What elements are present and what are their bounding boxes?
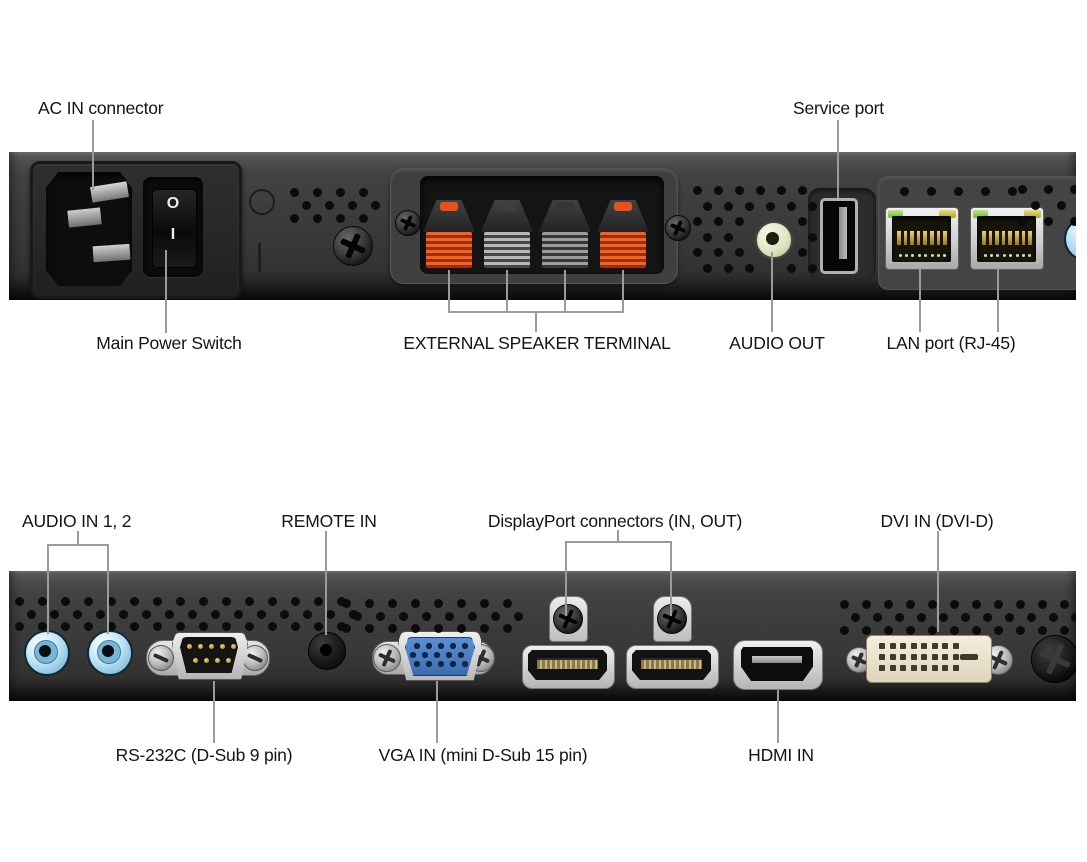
displayport-in-tongue bbox=[537, 658, 598, 669]
callout-line-hdmi bbox=[777, 690, 779, 743]
speaker-clip-spring bbox=[542, 232, 588, 268]
callout-line-audio-in-1 bbox=[47, 544, 49, 634]
screw-icon bbox=[657, 604, 687, 634]
label-ac-in: AC IN connector bbox=[38, 98, 164, 118]
power-rocker-switch bbox=[152, 189, 197, 268]
callout-bracket-audio-in bbox=[47, 544, 109, 546]
label-speaker-terminal: EXTERNAL SPEAKER TERMINAL bbox=[403, 333, 671, 353]
callout-line-rs232 bbox=[213, 681, 215, 743]
label-remote-in: REMOTE IN bbox=[281, 511, 377, 531]
label-rs232: RS-232C (D-Sub 9 pin) bbox=[115, 745, 293, 765]
displayport-out-tongue bbox=[641, 658, 702, 669]
speaker-clip-spring bbox=[484, 232, 530, 268]
callout-line-vga bbox=[436, 681, 438, 743]
label-audio-in: AUDIO IN 1, 2 bbox=[22, 511, 132, 531]
screw-icon bbox=[665, 215, 691, 241]
remote-in-jack-hole bbox=[320, 644, 332, 656]
hdmi-port bbox=[741, 647, 813, 681]
lan-led-yellow-icon bbox=[939, 210, 956, 218]
audio-out-jack-hole bbox=[766, 232, 779, 245]
rj45-opening bbox=[977, 216, 1036, 262]
callout-line-displayport-1 bbox=[565, 541, 567, 616]
label-service-port: Service port bbox=[793, 98, 884, 118]
callout-line-lan-1 bbox=[919, 268, 921, 332]
screw-icon bbox=[1031, 635, 1076, 683]
label-vga-in: VGA IN (mini D-Sub 15 pin) bbox=[378, 745, 588, 765]
ac-inlet-pin-bottom bbox=[91, 242, 132, 264]
speaker-clip-tab bbox=[614, 202, 632, 211]
screw-icon bbox=[395, 210, 421, 236]
vga-insert bbox=[405, 637, 475, 676]
callout-line-service-port bbox=[837, 120, 839, 198]
speaker-clip-tab bbox=[498, 202, 516, 211]
rs232-insert bbox=[180, 637, 238, 673]
callout-stub-audio-in bbox=[77, 531, 79, 546]
callout-line-speaker-1 bbox=[448, 270, 450, 313]
dvi-blade-slot bbox=[960, 654, 978, 660]
label-audio-out: AUDIO OUT bbox=[729, 333, 825, 353]
callout-line-speaker-4 bbox=[622, 270, 624, 313]
power-switch-on-symbol: I bbox=[170, 226, 176, 243]
remote-in-jack bbox=[308, 632, 346, 670]
lan-led-green-icon bbox=[888, 210, 903, 218]
speaker-clip-tab bbox=[556, 202, 574, 211]
vga-ear-screw bbox=[373, 644, 401, 672]
callout-stub-displayport bbox=[617, 530, 619, 543]
label-dvi-in: DVI IN (DVI-D) bbox=[880, 511, 994, 531]
panel-seam-slot bbox=[258, 243, 261, 273]
speaker-clip-spring bbox=[600, 232, 646, 268]
speaker-clip-tab bbox=[440, 202, 458, 211]
label-displayport: DisplayPort connectors (IN, OUT) bbox=[487, 511, 743, 531]
lan-led-yellow-icon bbox=[1024, 210, 1041, 218]
callout-line-speaker-2 bbox=[506, 270, 508, 313]
callout-line-dvi bbox=[937, 531, 939, 632]
lan-led-green-icon bbox=[973, 210, 988, 218]
callout-line-displayport-2 bbox=[670, 541, 672, 616]
audio-in-jack-1-hole bbox=[39, 645, 51, 657]
callout-stub-speaker bbox=[535, 311, 537, 332]
rs232-jackscrew bbox=[148, 645, 174, 671]
callout-line-remote-in bbox=[325, 531, 327, 635]
callout-line-audio-out bbox=[771, 252, 773, 332]
screw-icon bbox=[553, 604, 583, 634]
rear-panel-bottom-strip bbox=[9, 571, 1076, 701]
callout-bracket-displayport bbox=[565, 541, 672, 543]
label-main-power: Main Power Switch bbox=[96, 333, 242, 353]
rj45-port-1 bbox=[885, 207, 959, 270]
callout-line-lan-2 bbox=[997, 268, 999, 332]
rear-panel-top-strip: O I bbox=[9, 152, 1076, 300]
ac-inlet-pin-middle bbox=[66, 206, 103, 229]
callout-line-ac-in bbox=[92, 120, 94, 190]
usb-tongue bbox=[839, 207, 847, 259]
label-lan-port: LAN port (RJ-45) bbox=[886, 333, 1016, 353]
callout-line-main-power bbox=[165, 250, 167, 333]
screw-icon bbox=[333, 226, 373, 266]
speaker-clip-spring bbox=[426, 232, 472, 268]
hdmi-tongue bbox=[752, 656, 802, 663]
power-switch-off-symbol: O bbox=[166, 195, 180, 212]
label-hdmi-in: HDMI IN bbox=[748, 745, 814, 765]
callout-line-audio-in-2 bbox=[107, 544, 109, 634]
callout-line-speaker-3 bbox=[564, 270, 566, 313]
audio-in-jack-2-hole bbox=[102, 645, 114, 657]
panel-round-hole bbox=[249, 189, 275, 215]
rj45-opening bbox=[892, 216, 951, 262]
rj45-port-2 bbox=[970, 207, 1044, 270]
